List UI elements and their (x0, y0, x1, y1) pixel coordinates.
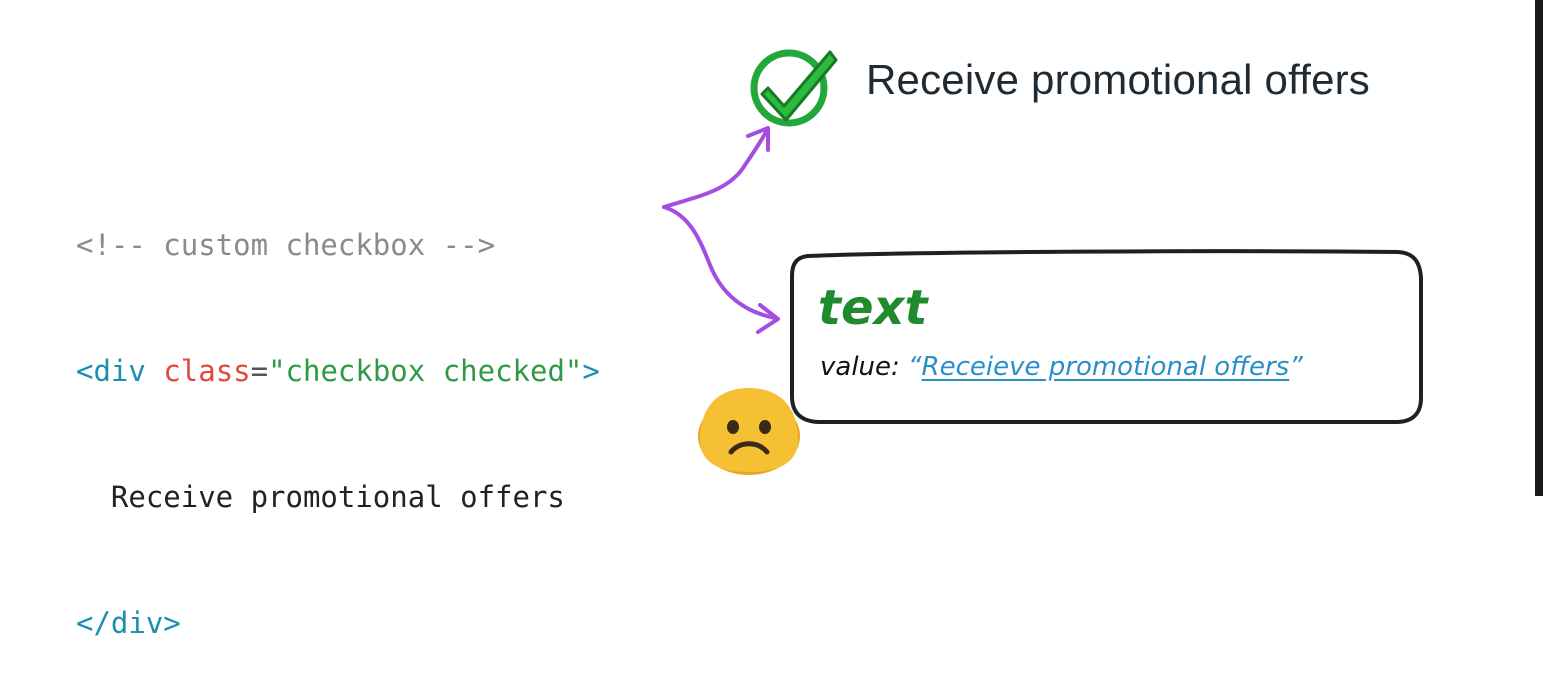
code-line-close-tag: </div> (76, 602, 600, 644)
code-open-tag-start: <div (76, 354, 146, 388)
code-attr-name: class (163, 354, 251, 388)
arrow-to-card (662, 205, 780, 334)
green-check-circle-icon (750, 49, 838, 127)
code-equals: = (250, 354, 269, 388)
diagram-overlay (662, 49, 1423, 475)
card-open-quote: “ (908, 352, 922, 382)
code-comment: <!-- custom checkbox --> (76, 228, 496, 262)
frowning-face-icon (698, 388, 800, 475)
code-close-tag: </div> (76, 606, 181, 640)
arrow-to-checkbox (662, 126, 770, 209)
code-line-open-tag: <div class="checkbox checked"> (76, 350, 600, 392)
card-close-quote: ” (1289, 352, 1303, 382)
card-value-key: value: (820, 352, 900, 382)
code-attr-value: "checkbox checked" (268, 354, 583, 388)
right-edge-bar (1535, 0, 1543, 496)
card-value-text: Receieve promotional offers (921, 352, 1290, 382)
accessibility-card (790, 249, 1423, 424)
checkbox-label: Receive promotional offers (866, 56, 1371, 103)
code-open-tag-end: > (582, 354, 600, 388)
card-role-title: text (818, 280, 928, 336)
code-line-comment: <!-- custom checkbox --> (76, 224, 600, 266)
card-value-line: value: “Receieve promotional offers” (820, 352, 1303, 382)
